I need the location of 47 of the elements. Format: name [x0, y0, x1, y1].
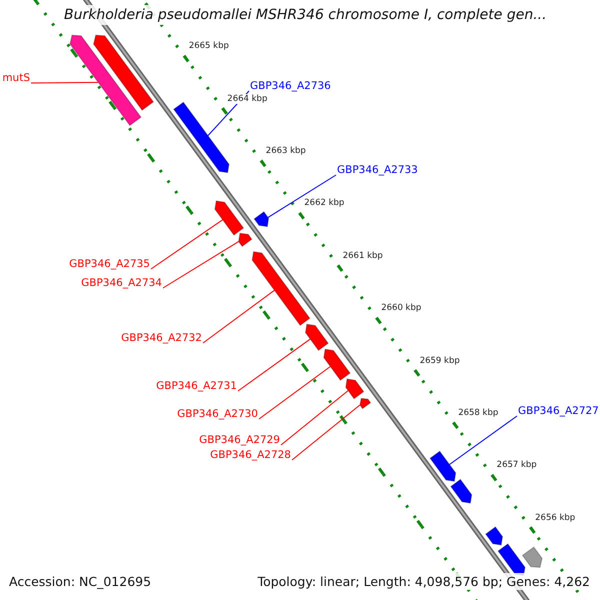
scale-label: 2660 kbp	[380, 303, 422, 314]
scale-label: 2662 kbp	[303, 198, 346, 208]
gene-feature	[485, 526, 504, 546]
leader-line	[162, 241, 240, 288]
gene-feature	[359, 398, 372, 410]
scale-label: 2665 kbp	[188, 41, 230, 52]
gene-label: GBP346_A2731	[156, 380, 237, 392]
gene-label: GBP346_A2732	[121, 332, 202, 344]
leader-line	[30, 82, 99, 84]
gene-feature	[93, 34, 154, 111]
gene-feature	[252, 251, 310, 326]
leader-line	[449, 416, 518, 465]
gene-label: GBP346_A2736	[250, 80, 331, 92]
scale-label: 2657 kbp	[496, 460, 538, 470]
scale-label: 2656 kbp	[534, 512, 576, 523]
gene-label: GBP346_A2733	[337, 164, 418, 176]
gene-feature	[214, 200, 244, 236]
leader-line	[268, 174, 336, 218]
gene-feature	[304, 324, 329, 352]
scale-label: 2659 kbp	[418, 356, 461, 366]
gene-feature	[69, 34, 142, 126]
leader-line	[202, 290, 275, 344]
leader-line	[238, 338, 311, 392]
footer-text: Topology: linear; Length: 4,098,576 bp; Genes: 4,262	[256, 573, 592, 590]
gene-label: GBP346_A2735	[69, 258, 150, 270]
gene-label: mutS	[2, 72, 30, 84]
scale-label: 2664 kbp	[226, 94, 268, 104]
gene-feature	[450, 478, 472, 504]
gene-feature	[345, 378, 364, 400]
leader-line	[150, 219, 224, 270]
gene-feature	[254, 211, 270, 228]
leader-line	[280, 390, 349, 446]
gene-label: GBP346_A2734	[81, 277, 162, 289]
gene-label: GBP346_A2727	[518, 405, 599, 417]
gene-feature	[238, 232, 252, 248]
gene-feature	[429, 450, 456, 482]
scale-label: 2658 kbp	[457, 408, 500, 418]
gene-feature	[323, 348, 351, 381]
scale-label: 2661 kbp	[342, 250, 384, 261]
leader-line	[292, 404, 360, 460]
gene-feature	[173, 102, 230, 174]
scale-label: 2663 kbp	[264, 146, 307, 156]
gene-label: GBP346_A2730	[177, 408, 258, 420]
leader-line	[258, 366, 331, 420]
gene-label: GBP346_A2728	[210, 449, 291, 461]
gene-feature	[522, 546, 543, 568]
gene-label: GBP346_A2729	[199, 434, 280, 446]
